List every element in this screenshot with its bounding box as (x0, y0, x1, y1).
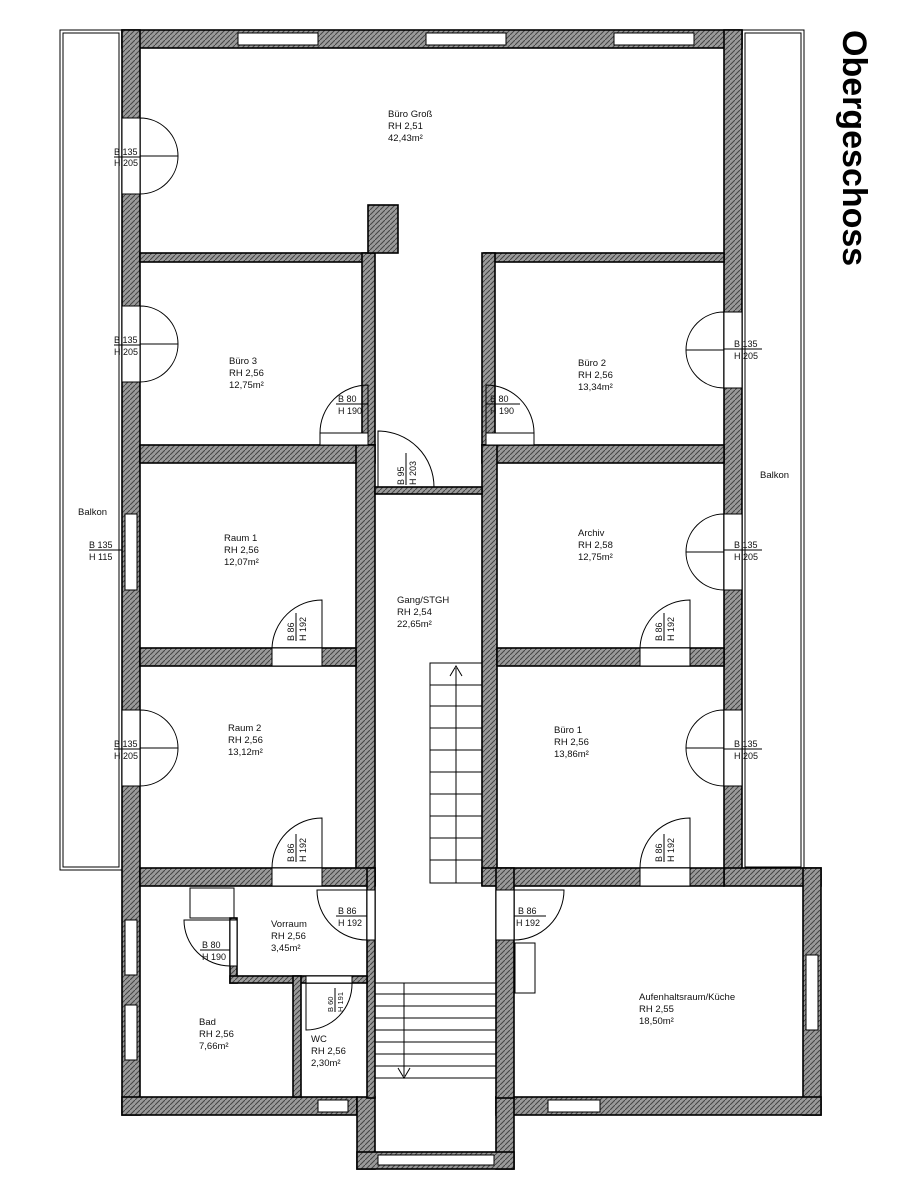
opening-height: H 192 (338, 918, 362, 928)
room-name: Archiv (578, 528, 605, 539)
opening-width: B 80 (202, 940, 221, 950)
opening-height: H 192 (298, 617, 308, 641)
room-area: 13,12m² (228, 747, 263, 758)
room-area: 2,30m² (311, 1058, 341, 1069)
room-name: Büro 2 (578, 358, 606, 369)
opening-height: H 192 (666, 838, 676, 862)
opening-width: B 86 (518, 906, 537, 916)
room-raum-1: Raum 1 RH 2,56 12,07m² (224, 533, 259, 568)
room-kueche: Aufenhaltsraum/Küche RH 2,55 18,50m² (639, 992, 735, 1027)
opening-width: B 86 (338, 906, 357, 916)
fixtures (189, 887, 536, 994)
opening-width: B 135 (89, 540, 113, 550)
room-area: 7,66m² (199, 1041, 229, 1052)
opening-height: H 205 (734, 552, 758, 562)
opening-height: H 205 (734, 351, 758, 361)
room-name: Vorraum (271, 919, 307, 930)
opening-height: H 205 (114, 751, 138, 761)
room-area: 3,45m² (271, 943, 301, 954)
staircase-lower (374, 982, 497, 1079)
room-height: RH 2,56 (271, 931, 306, 942)
opening-width: B 80 (338, 394, 357, 404)
opening-width: B 86 (286, 843, 296, 862)
balcony-left-label: Balkon (78, 507, 107, 518)
staircase-upper (429, 662, 483, 884)
room-height: RH 2,51 (388, 121, 423, 132)
room-name: Büro Groß (388, 109, 433, 120)
opening-width: B 86 (654, 622, 664, 641)
opening-width: B 60 (326, 997, 335, 1012)
room-raum-2: Raum 2 RH 2,56 13,12m² (228, 723, 263, 758)
door-swings (139, 117, 725, 1031)
room-name: WC (311, 1034, 327, 1045)
windows (124, 32, 819, 1166)
room-height: RH 2,56 (199, 1029, 234, 1040)
opening-width: B 80 (490, 394, 509, 404)
room-area: 12,75m² (578, 552, 613, 563)
room-bad: Bad RH 2,56 7,66m² (199, 1017, 234, 1052)
room-area: 42,43m² (388, 133, 423, 144)
room-area: 22,65m² (397, 619, 432, 630)
opening-height: H 190 (338, 406, 362, 416)
opening-width: B 135 (734, 739, 758, 749)
room-height: RH 2,56 (578, 370, 613, 381)
room-area: 13,34m² (578, 382, 613, 393)
room-area: 18,50m² (639, 1016, 674, 1027)
room-area: 12,07m² (224, 557, 259, 568)
room-height: RH 2,55 (639, 1004, 674, 1015)
opening-width: B 135 (734, 540, 758, 550)
opening-height: H 205 (734, 751, 758, 761)
room-height: RH 2,56 (311, 1046, 346, 1057)
balcony-left (59, 29, 123, 871)
opening-width: B 86 (286, 622, 296, 641)
room-height: RH 2,58 (578, 540, 613, 551)
balcony-right-label: Balkon (760, 470, 789, 481)
opening-height: H 205 (114, 347, 138, 357)
opening-height: H 203 (408, 461, 418, 485)
door-openings (121, 117, 743, 984)
room-buero-2: Büro 2 RH 2,56 13,34m² (578, 358, 613, 393)
room-archiv: Archiv RH 2,58 12,75m² (578, 528, 613, 563)
room-height: RH 2,56 (229, 368, 264, 379)
opening-height: H 191 (336, 992, 345, 1012)
room-height: RH 2,56 (228, 735, 263, 746)
room-name: Gang/STGH (397, 595, 449, 606)
opening-width: B 135 (734, 339, 758, 349)
room-wc: WC RH 2,56 2,30m² (311, 1034, 346, 1069)
opening-width: B 95 (396, 466, 406, 485)
floor-title: Obergeschoss (835, 30, 873, 266)
room-buero-gross: Büro Groß RH 2,51 42,43m² (388, 109, 433, 144)
room-buero-1: Büro 1 RH 2,56 13,86m² (554, 725, 589, 760)
opening-height: H 205 (114, 158, 138, 168)
room-vorraum: Vorraum RH 2,56 3,45m² (271, 919, 307, 954)
room-name: Büro 3 (229, 356, 257, 367)
opening-height: H 192 (666, 617, 676, 641)
opening-width: B 135 (114, 335, 138, 345)
room-name: Aufenhaltsraum/Küche (639, 992, 735, 1003)
room-gang: Gang/STGH RH 2,54 22,65m² (397, 595, 449, 630)
room-buero-3: Büro 3 RH 2,56 12,75m² (229, 356, 264, 391)
room-height: RH 2,54 (397, 607, 432, 618)
opening-width: B 135 (114, 739, 138, 749)
opening-width: B 86 (654, 843, 664, 862)
room-name: Raum 1 (224, 533, 257, 544)
opening-height: H 192 (298, 838, 308, 862)
room-height: RH 2,56 (554, 737, 589, 748)
opening-height: H 115 (89, 552, 112, 562)
room-area: 13,86m² (554, 749, 589, 760)
opening-width: B 135 (114, 147, 138, 157)
opening-height: H 190 (490, 406, 514, 416)
opening-labels: B 135 H 205 B 135 H 205 B 135 H 205 B 13… (89, 147, 762, 1012)
room-name: Büro 1 (554, 725, 582, 736)
interior-walls (139, 204, 725, 1099)
room-height: RH 2,56 (224, 545, 259, 556)
room-name: Bad (199, 1017, 216, 1028)
opening-height: H 190 (202, 952, 226, 962)
opening-height: H 192 (516, 918, 540, 928)
room-name: Raum 2 (228, 723, 261, 734)
room-area: 12,75m² (229, 380, 264, 391)
